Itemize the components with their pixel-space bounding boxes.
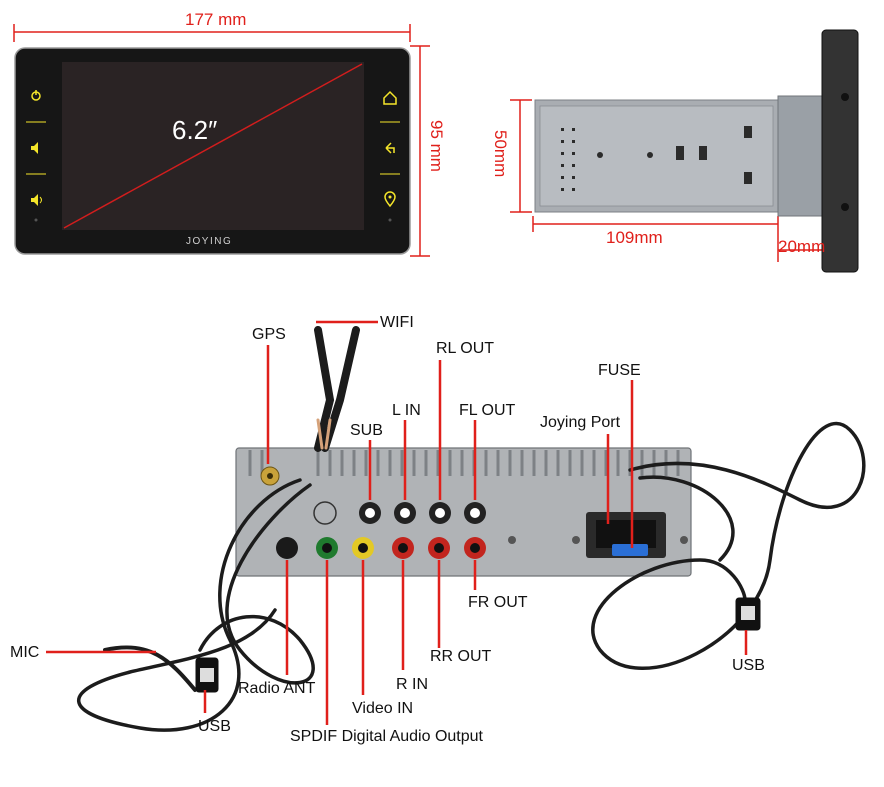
screen-size: 6.2″ [172, 115, 218, 145]
label-gps: GPS [252, 326, 286, 343]
mic-hole [34, 218, 38, 222]
video-in-socket [352, 537, 374, 559]
spdif-socket [316, 537, 338, 559]
cables [77, 326, 866, 732]
label-mic: MIC [10, 644, 40, 661]
label-usb-left: USB [198, 718, 231, 735]
label-rr-out: RR OUT [430, 648, 492, 665]
gps-connector [260, 466, 280, 486]
brand-logo: JOYING [186, 236, 233, 247]
label-sub: SUB [350, 422, 383, 439]
r-in-socket [392, 537, 414, 559]
chassis-height-dimension: 50mm [491, 130, 510, 178]
label-radio-ant: Radio ANT [238, 680, 316, 697]
radio-ant-socket [276, 537, 298, 559]
label-spdif: SPDIF Digital Audio Output [290, 728, 483, 745]
rr-out-socket [428, 537, 450, 559]
front-depth-dimension: 20mm [778, 237, 826, 256]
chassis-depth-dimension: 109mm [606, 228, 663, 247]
label-r-in: R IN [396, 676, 428, 693]
front-panel-edge [821, 29, 859, 273]
rear-chassis [235, 447, 692, 577]
label-fuse: FUSE [598, 362, 641, 379]
front-view [13, 24, 430, 257]
gps-icon[interactable] [384, 191, 396, 208]
label-usb-right: USB [732, 657, 765, 674]
label-fl-out: FL OUT [459, 402, 516, 419]
width-dimension: 177 mm [185, 10, 247, 29]
fl-out-socket [464, 502, 486, 524]
label-l-in: L IN [392, 402, 421, 419]
side-view [510, 29, 859, 273]
back-icon[interactable] [385, 142, 395, 154]
rl-out-socket [429, 502, 451, 524]
label-joying-port: Joying Port [540, 414, 621, 431]
screen-diagonal [63, 63, 363, 229]
fr-out-socket [464, 537, 486, 559]
power-icon[interactable] [31, 90, 41, 101]
volume-up-icon[interactable] [31, 194, 42, 206]
volume-down-icon[interactable] [31, 142, 38, 154]
label-video-in: Video IN [352, 700, 414, 717]
label-fr-out: FR OUT [468, 594, 528, 611]
callout-lines [46, 320, 748, 725]
sub-socket [359, 502, 381, 524]
home-icon[interactable] [383, 90, 397, 105]
camera-socket [313, 501, 337, 525]
l-in-socket [394, 502, 416, 524]
height-dimension: 95 mm [427, 120, 446, 172]
label-wifi: WIFI [380, 314, 414, 331]
fuse [612, 544, 648, 556]
rear-view [235, 447, 692, 577]
label-rl-out: RL OUT [436, 340, 495, 357]
rst-hole [388, 218, 392, 222]
joying-port [586, 512, 666, 558]
